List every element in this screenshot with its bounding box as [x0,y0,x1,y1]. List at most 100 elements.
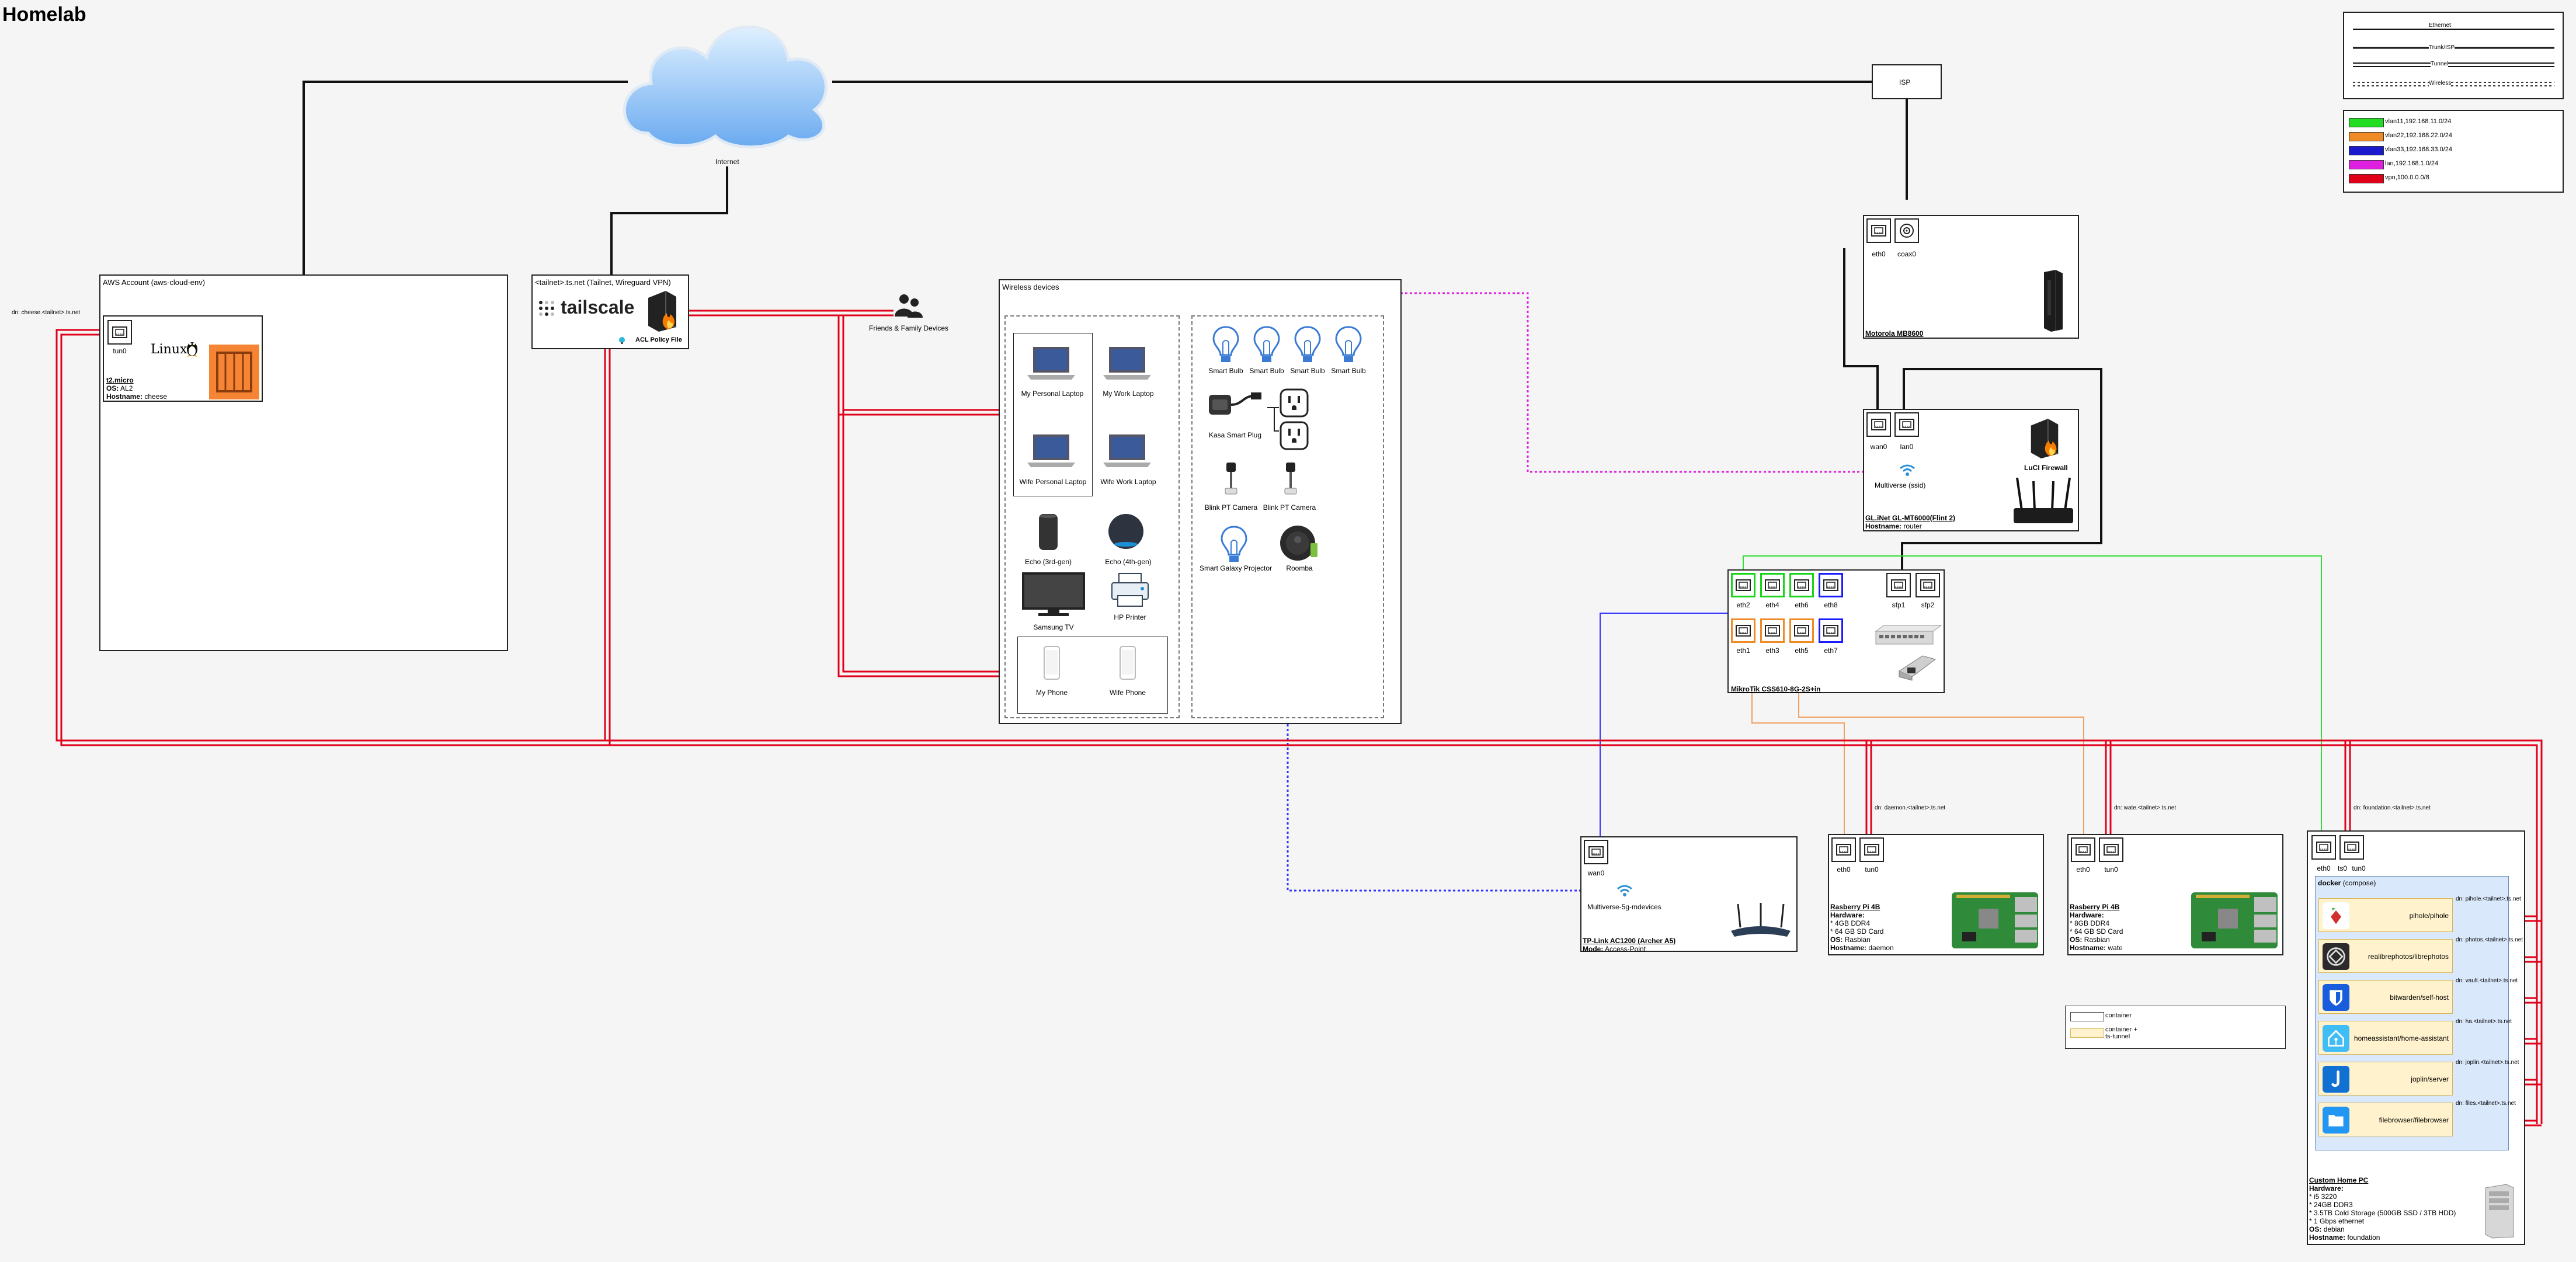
device-label: Samsung TV [1033,623,1074,631]
docker-service-librephotos: realibrephotos/librephotos [2318,939,2453,973]
aws-os-key: OS: [106,384,119,392]
ethernet-port-icon [1899,419,1914,430]
aws-instance-type: t2.micro [106,376,134,384]
pi1-port-label: tun0 [1865,865,1879,874]
modem-port-label: eth0 [1872,250,1886,258]
ap-info: TP-Link AC1200 (Archer A5) Mode: Access-… [1583,937,1675,953]
service-dns-label: dn: ha.<tailnet>.ts.net [2456,1018,2512,1025]
wifi-icon [1900,464,1915,476]
service-dns-label: dn: vault.<tailnet>.ts.net [2456,978,2518,984]
pc-hw-key: Hardware: [2309,1184,2344,1193]
pc-port-label: ts0 [2337,864,2347,872]
luci-firewall-icon [2031,419,2059,458]
ethernet-port-icon [1891,579,1906,591]
smart-bulb-icon [1294,326,1321,362]
ec2-instance-icon [209,345,259,399]
tailscale-box: <tailnet>.ts.net (Tailnet, Wireguard VPN… [531,274,689,349]
switch-port-eth7 [1819,618,1843,643]
service-name: pihole/pihole [2409,912,2449,920]
switch-port-label: eth6 [1795,601,1809,609]
pc-eth0-port [2311,835,2336,860]
wife-personal-laptop-icon [1027,434,1075,467]
switch-port-label: sfp2 [1921,601,1935,609]
blink-camera-icon [1284,463,1297,495]
container-tunnel-legend-label: container + ts-tunnel [2105,1026,2137,1040]
filebrowser-icon [2323,1107,2349,1134]
docker-subtitle: (compose) [2342,879,2376,887]
legend-ethernet: Ethernet [2429,22,2451,29]
service-dns-label: dn: joplin.<tailnet>.ts.net [2456,1059,2519,1066]
container-legend: container container + ts-tunnel [2065,1006,2286,1049]
aws-instance-box: tun0 Linux t2.micro OS: AL2 Hostname: ch… [103,315,263,402]
blink-camera-icon [1225,463,1237,495]
device-label: Smart Bulb [1249,367,1284,375]
outlet-icon [1280,388,1309,418]
ethernet-port-icon [1871,419,1886,430]
cable-modem-icon [2044,270,2063,332]
ethernet-port-icon [1794,579,1809,591]
service-name: bitwarden/self-host [2390,993,2449,1002]
pc-host-key: Hostname: [2309,1233,2346,1242]
pi1-hw-key: Hardware: [1830,911,1865,919]
pi1-info: Rasberry Pi 4B Hardware: * 4GB DDR4 * 64… [1830,903,1894,952]
pc-hw-line: * i5 3220 [2309,1193,2337,1201]
pi2-os-key: OS: [2070,936,2083,944]
smart-bulb-icon [1212,326,1239,362]
device-label: Wife Personal Laptop [1019,478,1087,486]
pc-name: Custom Home PC [2309,1176,2369,1184]
ethernet-port-icon [1794,625,1809,637]
pi1-os: Rasbian [1844,936,1871,944]
outlet-icon [1280,421,1309,450]
pi2-box: eth0 tun0 Rasberry Pi 4B Hardware: * 8GB… [2067,834,2283,955]
legend-tunnel: Tunnel [2431,61,2449,67]
docker-service-home-assistant: homeassistant/home-assistant [2318,1021,2453,1055]
device-label: HP Printer [1114,613,1146,621]
aws-instance-info: t2.micro OS: AL2 Hostname: cheese [106,376,167,401]
device-label: Roomba [1286,564,1313,572]
pi2-port-label: eth0 [2076,865,2090,874]
coax-port-icon [1900,224,1914,238]
device-label: Smart Bulb [1290,367,1325,375]
pc-os: debian [2323,1225,2345,1233]
service-name: joplin/server [2411,1075,2449,1083]
switch-port-eth2 [1731,573,1755,597]
service-dns-label: dn: photos.<tailnet>.ts.net [2456,937,2523,943]
pi1-name: Rasberry Pi 4B [1830,903,1880,911]
service-name: realibrephotos/librephotos [2368,952,2449,961]
pi2-host-key: Hostname: [2070,944,2106,952]
router-lan0-port [1894,412,1919,437]
vlan-color-swatch [2349,132,2384,141]
switch-port-eth3 [1760,618,1785,643]
wife-phone-icon [1120,646,1136,680]
tailscale-dots-icon [539,301,554,316]
pi1-hw-line: * 4GB DDR4 [1830,919,1871,927]
vlan-color-swatch [2349,174,2384,183]
ethernet-port-icon [1736,579,1751,591]
pc-hw-line: * 24GB DDR3 [2309,1201,2353,1209]
aws-port-label: tun0 [113,347,127,355]
docker-title: docker [2318,879,2341,887]
joplin-icon [2323,1066,2349,1093]
friends-family-icon [895,294,923,318]
librephotos-icon [2323,943,2349,970]
switch-port-label: eth7 [1824,646,1838,655]
device-label: Smart Bulb [1208,367,1243,375]
ap-name: TP-Link AC1200 (Archer A5) [1583,937,1676,945]
pc-hw-line: * 3.5TB Cold Storage (500GB SSD / 3TB HD… [2309,1209,2456,1217]
container-tunnel-swatch [2070,1028,2104,1038]
legend-wireless: Wireless [2429,80,2452,86]
switch-port-eth5 [1789,618,1814,643]
tux-penguin-icon [187,342,197,357]
network-switch-icon [1875,625,1942,645]
linux-logo-text: Linux [151,342,187,357]
ethernet-port-icon [2344,842,2359,853]
ap-wan0-port [1584,840,1608,864]
docker-service-filebrowser: filebrowser/filebrowser [2318,1103,2453,1136]
switch-port-eth1 [1731,618,1755,643]
docker-label: docker (compose) [2318,879,2376,887]
vlan-color-swatch [2349,160,2384,169]
container-swatch [2070,1012,2104,1021]
ap-mode-key: Mode: [1583,945,1604,953]
luci-firewall-label: LuCI Firewall [2024,464,2068,472]
